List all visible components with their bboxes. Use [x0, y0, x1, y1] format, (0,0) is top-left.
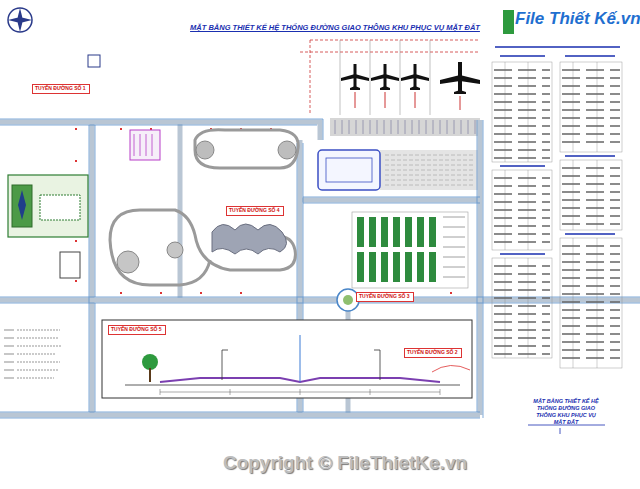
landscape-path — [110, 240, 210, 285]
parking-row — [357, 217, 436, 282]
node-text: TUYẾN ĐƯỜNG SỐ 2 — [407, 350, 459, 356]
road-edge — [0, 119, 640, 418]
plan-title: MẶT BẰNG THIẾT KẾ HỆ THỐNG ĐƯỜNG GIAO TH… — [190, 23, 480, 32]
compass-star — [8, 8, 32, 32]
ground-line — [125, 385, 460, 386]
tree-trunk — [149, 368, 151, 382]
node-text: TUYẾN ĐƯỜNG SỐ 4 — [229, 208, 281, 214]
planter — [196, 141, 214, 159]
landscape-loop — [195, 130, 298, 168]
terminal-inner — [326, 158, 372, 182]
building-plot — [8, 175, 88, 237]
tree — [142, 354, 158, 370]
node-text: TUYẾN ĐƯỜNG SỐ 1 — [35, 86, 87, 92]
gas-icon — [88, 55, 100, 67]
landscape-feature — [212, 224, 287, 254]
direction-arrow — [432, 365, 470, 372]
building — [40, 195, 80, 220]
parking-stall — [134, 134, 152, 156]
legend-sample — [4, 330, 62, 378]
planter — [117, 251, 139, 273]
road-marker — [75, 128, 452, 294]
road-name-tag: TUYẾN ĐƯỜNG SỐ 3 — [356, 292, 414, 302]
parking-stall — [443, 217, 465, 277]
road-name-tag: TUYẾN ĐƯỜNG SỐ 5 — [108, 325, 166, 335]
apron — [380, 150, 480, 190]
coordinate-table — [492, 62, 622, 368]
node-text: TUYẾN ĐƯỜNG SỐ 5 — [111, 327, 163, 333]
stand-bay — [340, 40, 430, 115]
compass — [8, 8, 32, 32]
dimension-line — [160, 389, 440, 395]
terminal-building — [318, 150, 380, 190]
aircraft — [341, 62, 480, 94]
aircraft-icon — [18, 190, 26, 220]
node-text: TUYẾN ĐƯỜNG SỐ 3 — [359, 294, 411, 300]
title-block: MẶT BẰNG THIẾT KẾ HỆ THỐNG ĐƯỜNG GIAO TH… — [528, 396, 604, 428]
building — [60, 252, 80, 278]
table-heading — [495, 47, 620, 254]
parking-bay — [130, 130, 160, 160]
stand-line — [355, 92, 460, 110]
node-text: MẶT BẰNG THIẾT KẾ HỆ THỐNG ĐƯỜNG GIAO TH… — [530, 398, 602, 426]
apron-hatch — [335, 120, 475, 134]
road — [0, 120, 640, 415]
road-name-tag: TUYẾN ĐƯỜNG SỐ 4 — [226, 206, 284, 216]
logo-emblem — [503, 10, 514, 34]
road-name-tag: TUYẾN ĐƯỜNG SỐ 1 — [32, 84, 90, 94]
logo-text: File Thiết Kế.vn — [515, 9, 633, 29]
building — [12, 185, 32, 227]
watermark: Copyright © FileThietKe.vn — [150, 452, 540, 474]
title-block-rule — [528, 425, 605, 434]
road-name-tag: TUYẾN ĐƯỜNG SỐ 2 — [404, 348, 462, 358]
planter — [167, 242, 183, 258]
lamp-post — [222, 350, 380, 380]
car-park — [352, 212, 468, 288]
table-rows — [494, 70, 620, 358]
roundabout-island — [343, 295, 353, 305]
centre-line — [300, 335, 301, 382]
boundary-line — [300, 40, 480, 115]
planter — [278, 141, 296, 159]
apron-hatch — [385, 155, 475, 185]
cross-section-frame — [102, 320, 472, 398]
apron — [330, 118, 480, 136]
